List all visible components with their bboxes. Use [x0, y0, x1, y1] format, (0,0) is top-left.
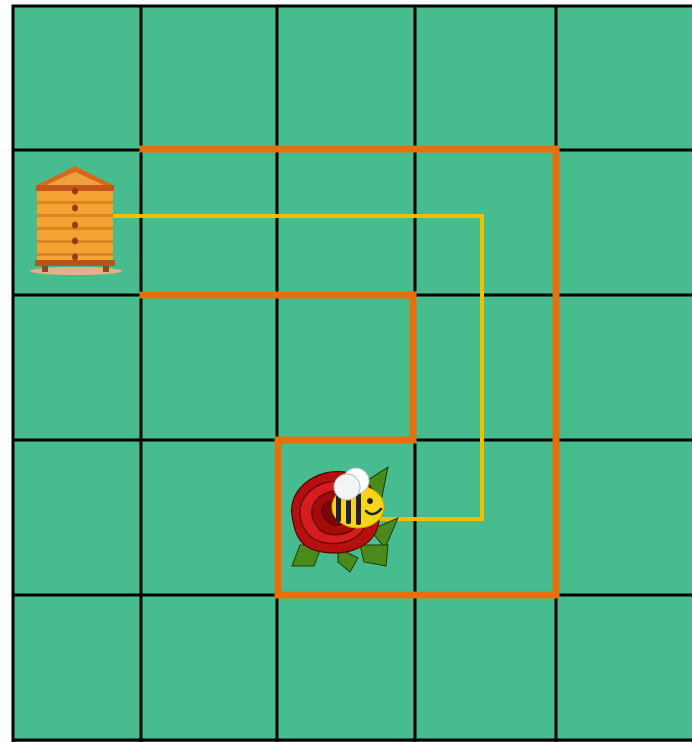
beehive-base	[35, 260, 115, 266]
bee-wing-front	[334, 474, 360, 500]
bee-eye	[367, 498, 373, 504]
board-background	[12, 5, 692, 742]
